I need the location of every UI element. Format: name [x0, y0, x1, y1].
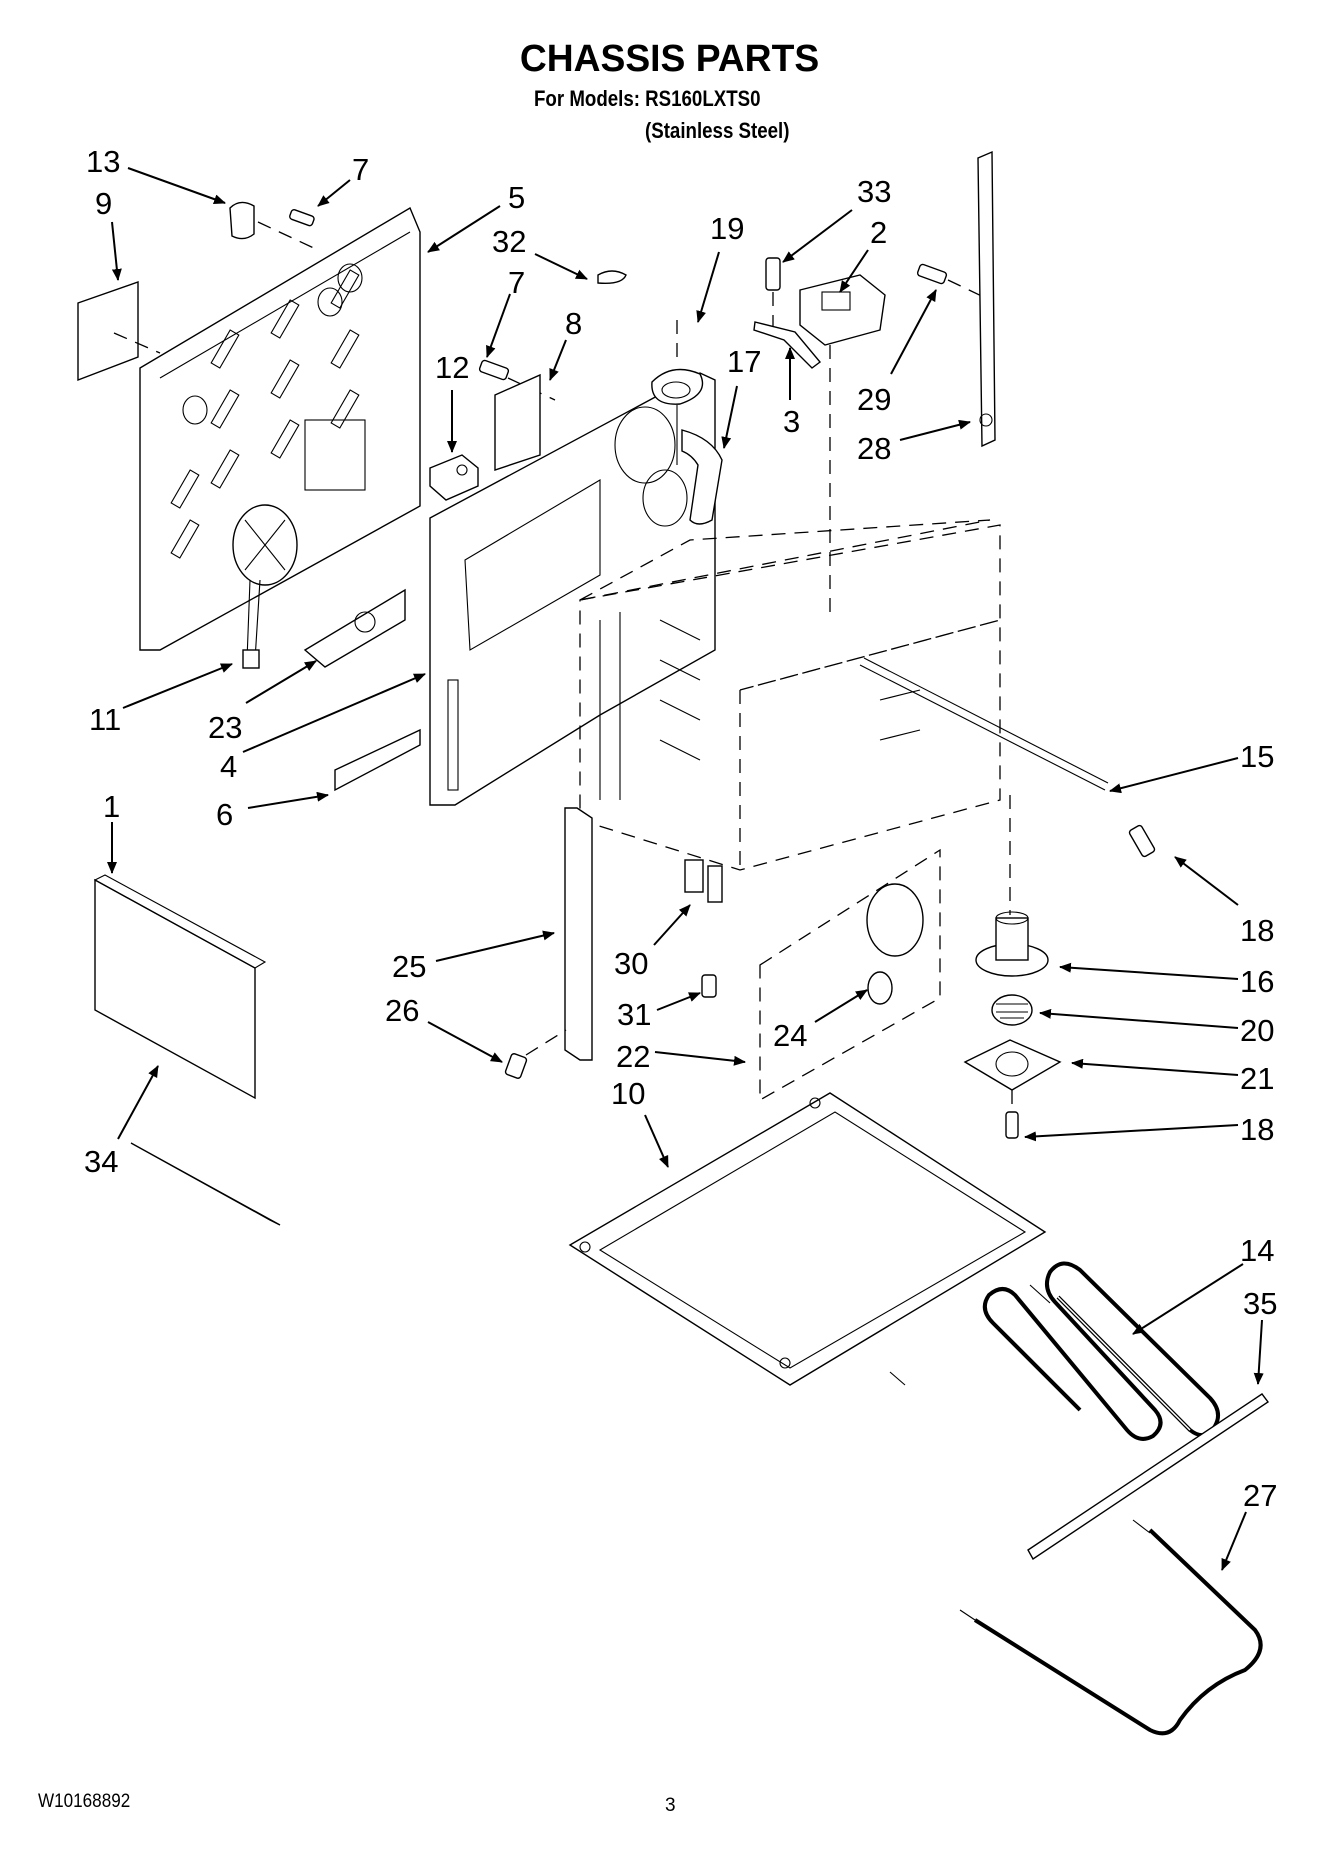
part-13-clip	[229, 201, 319, 251]
part-12-block	[429, 454, 479, 501]
callout-13: 13	[86, 144, 120, 179]
part-33-screw	[765, 257, 781, 330]
callout-35: 35	[1243, 1286, 1277, 1321]
callout-5: 5	[508, 180, 525, 215]
callout-18: 18	[1240, 913, 1274, 948]
part-9-cover-plate	[77, 281, 161, 382]
part-23-bracket	[303, 588, 406, 668]
callout-28: 28	[857, 431, 891, 466]
callout-14: 14	[1240, 1233, 1274, 1268]
callout-32: 32	[492, 224, 526, 259]
part-29-screw	[916, 263, 991, 301]
part-25-channel	[564, 807, 593, 1061]
part-8-bracket	[494, 373, 541, 471]
callout-20: 20	[1240, 1013, 1274, 1048]
callout-23: 23	[208, 710, 242, 745]
callout-4: 4	[220, 749, 237, 784]
part-14-bake-element	[889, 1261, 1221, 1441]
callout-7: 7	[352, 152, 369, 187]
part-18-screw-lower	[1005, 1111, 1019, 1139]
callout-25: 25	[392, 949, 426, 984]
part-16-sensor-mount	[975, 795, 1049, 977]
callout-29: 29	[857, 382, 891, 417]
part-35-rail	[1027, 1393, 1270, 1561]
finish-line: (Stainless Steel)	[645, 118, 790, 143]
part-7-screw-top	[289, 209, 315, 227]
callout-3: 3	[783, 404, 800, 439]
callout-27: 27	[1243, 1478, 1277, 1513]
part-30-switch	[684, 859, 723, 903]
part-31-screw	[701, 974, 717, 998]
part-4-front-frame	[429, 372, 716, 806]
part-22-light-assembly	[759, 848, 941, 1102]
part-17-vent-tube	[681, 429, 723, 525]
callout-2: 2	[870, 215, 887, 250]
callout-11: 11	[89, 702, 121, 737]
part-light-housing	[866, 883, 924, 957]
callout-10: 10	[611, 1076, 645, 1111]
callout-1: 1	[103, 789, 120, 824]
callout-9: 9	[95, 186, 112, 221]
callout-7: 7	[508, 265, 525, 300]
callout-34: 34	[84, 1144, 118, 1179]
part-28-rail	[977, 150, 996, 448]
callout-6: 6	[216, 797, 233, 832]
part-32-clamp	[597, 270, 627, 285]
part-20-filter	[991, 994, 1033, 1026]
document-code: W10168892	[38, 1791, 131, 1812]
part-34-strip	[130, 1142, 281, 1226]
callout-8: 8	[565, 306, 582, 341]
part-oven-cavity	[579, 519, 1001, 871]
part-3-lever	[753, 321, 822, 369]
part-5-rear-panel	[139, 206, 421, 651]
callout-33: 33	[857, 174, 891, 209]
callout-labels: 13 9 7 5 32 7 8 12 19 17 33 2 3 29 28 11…	[84, 144, 1277, 1513]
part-21-plate	[963, 1039, 1062, 1120]
part-26-screw	[504, 1029, 567, 1079]
part-19-gasket	[651, 320, 704, 465]
part-2-door-lock	[799, 274, 886, 620]
callout-21: 21	[1240, 1061, 1274, 1096]
callout-15: 15	[1240, 739, 1274, 774]
callout-30: 30	[614, 946, 648, 981]
part-11-fan-motor	[232, 504, 298, 669]
models-line: For Models: RS160LXTS0	[534, 86, 761, 111]
page-number: 3	[665, 1795, 676, 1816]
part-27-broil-element	[959, 1519, 1263, 1736]
diagram-title: CHASSIS PARTS	[519, 38, 820, 80]
callout-12: 12	[435, 350, 469, 385]
callout-24: 24	[773, 1018, 807, 1053]
callout-19: 19	[710, 211, 744, 246]
callout-22: 22	[616, 1039, 650, 1074]
callout-31: 31	[617, 997, 651, 1032]
part-18-screw-upper	[1128, 824, 1156, 858]
callout-26: 26	[385, 993, 419, 1028]
part-1-toe-panel	[93, 874, 267, 1100]
leader-arrows	[107, 167, 1264, 1571]
part-10-bottom-panel	[568, 1092, 1047, 1386]
callout-17: 17	[727, 344, 761, 379]
part-15-rod	[859, 657, 1109, 791]
part-24-bulb	[867, 971, 893, 1005]
part-6-trim	[334, 728, 421, 792]
callout-18: 18	[1240, 1112, 1274, 1147]
callout-16: 16	[1240, 964, 1274, 999]
